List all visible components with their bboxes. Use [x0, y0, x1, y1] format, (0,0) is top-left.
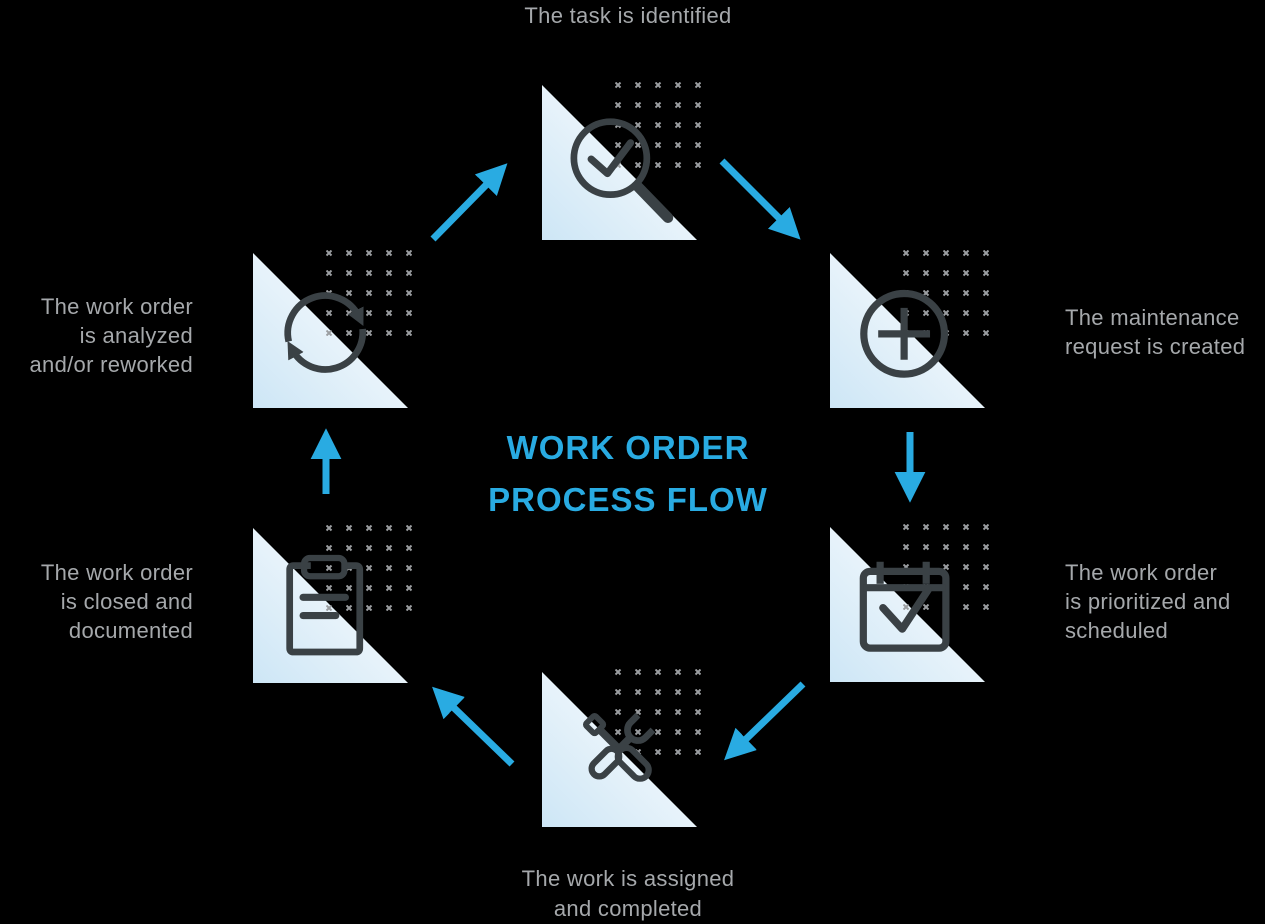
plus-circle-icon	[860, 289, 949, 378]
flow-arrow-identify-to-create	[719, 158, 801, 240]
caption-work-completed: The work is assigned and completed	[521, 866, 735, 921]
flow-arrow-complete-to-close	[432, 686, 515, 767]
step-prioritized-scheduled	[830, 524, 989, 682]
tools-icon	[582, 712, 656, 782]
diagram-title: WORK ORDER PROCESS FLOW	[428, 422, 828, 526]
flow-arrow-create-to-schedule	[894, 432, 926, 503]
step-work-completed	[542, 669, 701, 827]
caption-task-identified: The task is identified	[524, 3, 732, 28]
caption-prioritized-scheduled: The work order is prioritized and schedu…	[1065, 560, 1231, 643]
flow-arrow-close-to-rework	[310, 428, 342, 494]
dot-grid-decoration	[326, 250, 412, 336]
step-analyzed-reworked	[253, 250, 412, 408]
calendar-check-icon	[859, 561, 950, 652]
flow-arrow-rework-to-identify	[430, 163, 508, 242]
refresh-icon	[284, 292, 367, 373]
flow-arrow-schedule-to-complete	[724, 681, 806, 761]
diagram-title-line1: WORK ORDER	[506, 429, 750, 466]
diagram-title-line2: PROCESS FLOW	[488, 481, 768, 518]
clipboard-icon	[286, 554, 364, 656]
step-closed-documented	[253, 525, 412, 683]
step-request-created	[830, 250, 989, 408]
caption-analyzed-reworked: The work order is analyzed and/or rework…	[29, 294, 193, 377]
caption-closed-documented: The work order is closed and documented	[40, 560, 193, 643]
caption-request-created: The maintenance request is created	[1065, 305, 1246, 359]
step-task-identified	[542, 82, 701, 240]
magnifier-check-icon	[570, 118, 674, 223]
